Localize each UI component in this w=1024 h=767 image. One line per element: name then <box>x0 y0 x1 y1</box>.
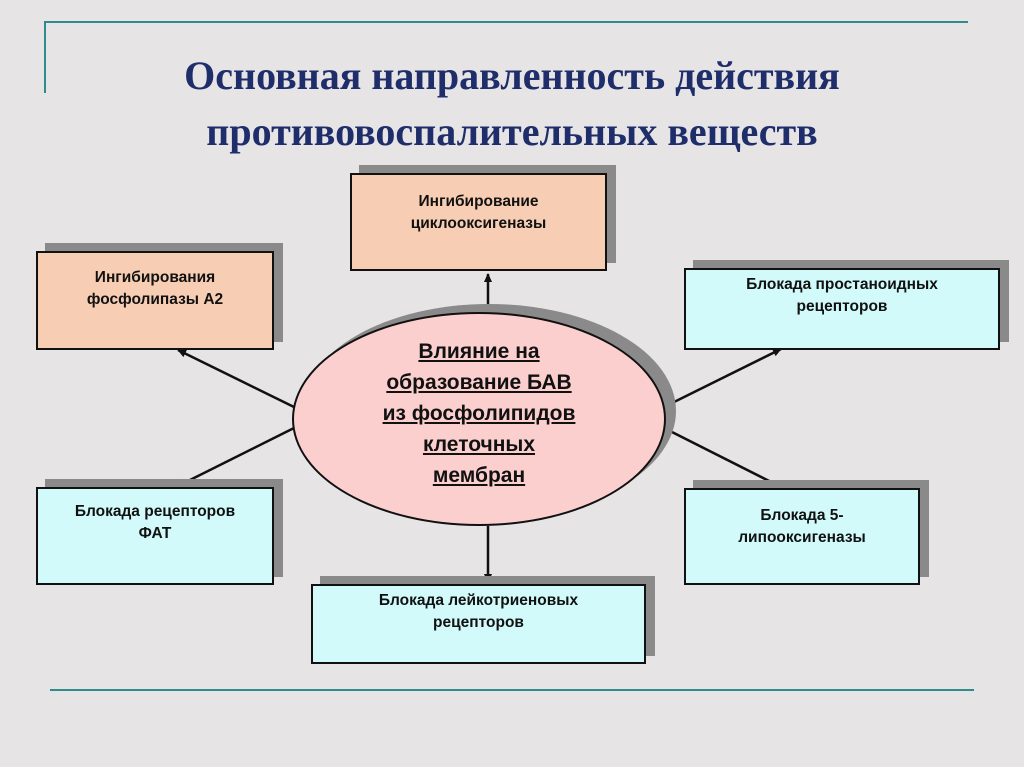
slide-title: Основная направленность действия противо… <box>40 48 984 160</box>
center-line-5: мембран <box>432 464 526 487</box>
box-leukotriene-line-1: Блокада лейкотриеновых <box>378 592 579 609</box>
frame-line-top <box>44 21 968 23</box>
box-prostanoid-line-2: рецепторов <box>796 298 888 315</box>
box-cyclooxygenase-inhibition: Ингибирование циклооксигеназы <box>350 173 607 271</box>
arrow-to-lox <box>663 426 782 489</box>
box-lox-line-2: липооксигеназы <box>738 529 866 546</box>
center-line-2: образование БАВ <box>386 371 572 394</box>
box-prostanoid-line-1: Блокада простаноидных <box>746 276 938 293</box>
center-ellipse: Влияние на образование БАВ из фосфолипид… <box>292 304 676 526</box>
center-line-1: Влияние на <box>418 340 540 363</box>
box-leukotriene-line-2: рецепторов <box>433 614 524 631</box>
box-paf-line-1: Блокада рецепторов <box>74 503 236 520</box>
center-line-4: клеточных <box>422 433 536 456</box>
arrow-to-paf <box>177 426 295 488</box>
box-cox-line-1: Ингибирование <box>418 193 539 210</box>
arrow-to-prostanoid <box>663 347 782 409</box>
box-paf-receptor-blockade: Блокада рецепторов ФАТ <box>36 487 274 585</box>
center-ellipse-text: Влияние на образование БАВ из фосфолипид… <box>352 336 606 491</box>
arrow-to-pla2 <box>177 348 295 409</box>
box-phospholipase-a2-inhibition: Ингибирования фосфолипазы А2 <box>36 251 274 350</box>
box-pla2-line-1: Ингибирования <box>94 269 216 286</box>
box-leukotriene-receptor-blockade: Блокада лейкотриеновых рецепторов <box>311 584 646 664</box>
frame-line-bottom <box>50 689 974 691</box>
title-line-1: Основная направленность действия <box>184 53 840 98</box>
box-5-lipoxygenase-blockade: Блокада 5- липооксигеназы <box>684 488 920 585</box>
box-paf-line-2: ФАТ <box>138 525 172 542</box>
frame-line-left <box>44 21 46 93</box>
box-lox-line-1: Блокада 5- <box>760 507 844 524</box>
title-line-2: противовоспалительных веществ <box>206 109 818 154</box>
center-line-3: из фосфолипидов <box>382 402 576 425</box>
box-cox-line-2: циклооксигеназы <box>410 215 547 232</box>
center-ellipse-shape <box>292 312 666 526</box>
box-prostanoid-receptor-blockade: Блокада простаноидных рецепторов <box>684 268 1000 350</box>
box-pla2-line-2: фосфолипазы А2 <box>86 291 224 308</box>
